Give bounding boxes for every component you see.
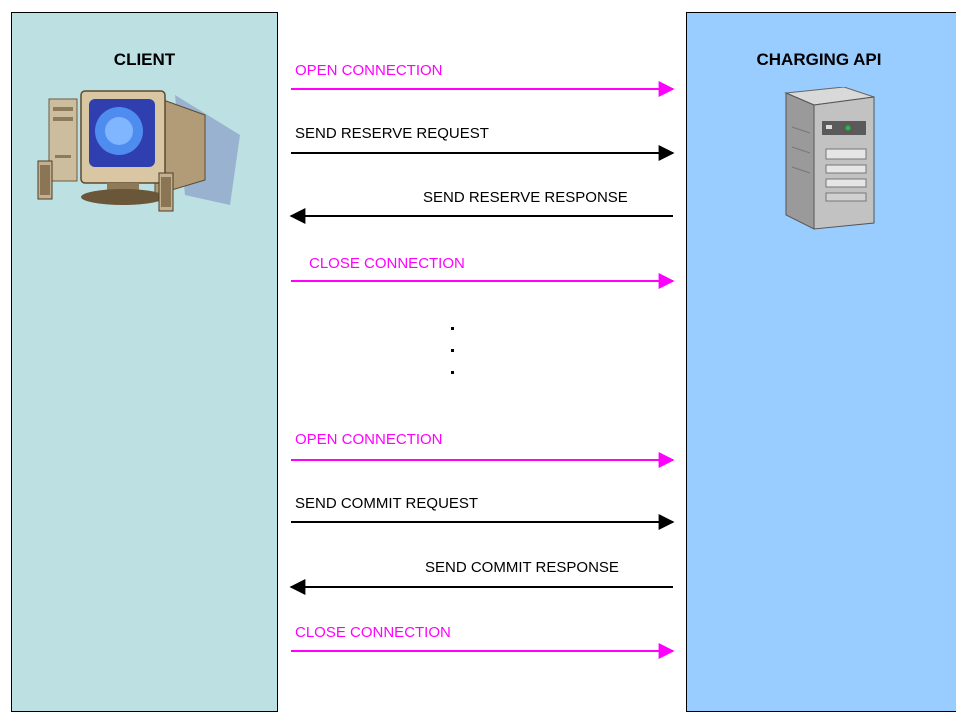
message-label-close-connection-1: CLOSE CONNECTION bbox=[309, 255, 465, 272]
client-title: CLIENT bbox=[113, 50, 176, 69]
ellipsis-dot bbox=[451, 349, 454, 352]
ellipsis-dot bbox=[451, 371, 454, 374]
message-label-send-commit-request: SEND COMMIT REQUEST bbox=[295, 495, 479, 512]
ellipsis-dot bbox=[451, 327, 454, 330]
message-arrows bbox=[289, 81, 675, 659]
desktop-computer-icon bbox=[35, 85, 255, 220]
message-label-send-commit-response: SEND COMMIT RESPONSE bbox=[425, 559, 619, 576]
message-label-send-reserve-request: SEND RESERVE REQUEST bbox=[295, 125, 489, 142]
message-label-send-reserve-response: SEND RESERVE RESPONSE bbox=[423, 189, 628, 206]
charging-api-title: CHARGING API bbox=[756, 50, 882, 69]
server-tower-icon bbox=[774, 86, 884, 237]
message-label-open-connection-1: OPEN CONNECTION bbox=[295, 62, 443, 79]
message-label-close-connection-2: CLOSE CONNECTION bbox=[295, 624, 451, 641]
message-label-open-connection-2: OPEN CONNECTION bbox=[295, 431, 443, 448]
